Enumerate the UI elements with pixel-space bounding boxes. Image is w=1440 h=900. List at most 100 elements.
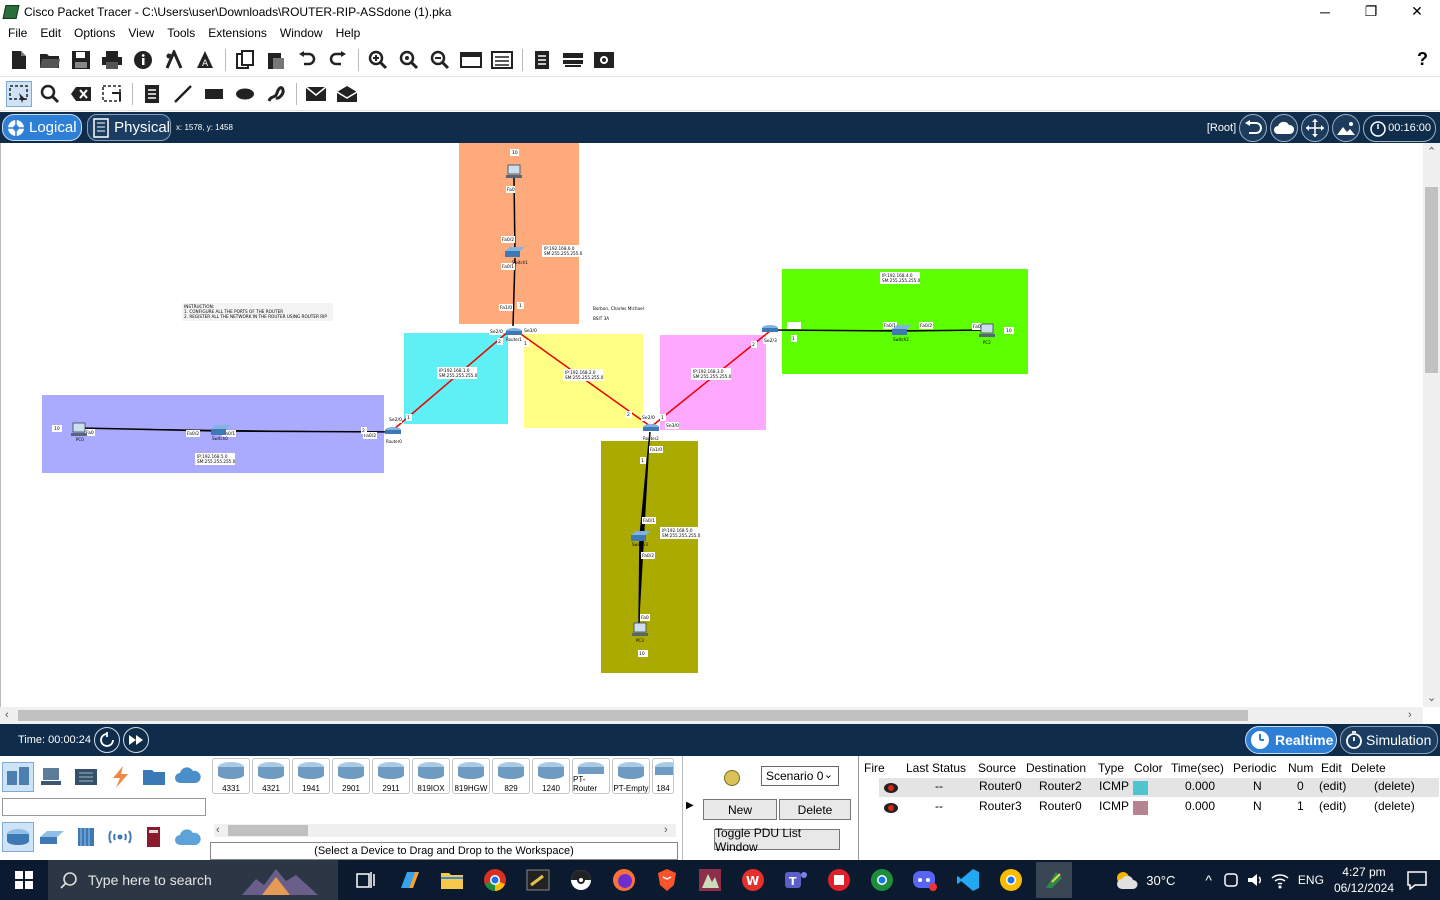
row-delete-link[interactable]: (delete) [1374, 799, 1415, 813]
switch-left[interactable]: Switch0 [211, 425, 231, 441]
back-arrow-icon[interactable] [1239, 114, 1268, 142]
scroll-right-icon[interactable]: › [1408, 709, 1412, 721]
network-devices-icon[interactable] [2, 762, 34, 792]
chrome-profile-icon[interactable] [864, 862, 900, 898]
inspect-tool-icon[interactable] [37, 81, 63, 107]
workspace-vertical-scrollbar[interactable]: ⌃ ⌄ [1423, 143, 1440, 707]
miscellaneous-icon[interactable] [138, 762, 170, 792]
save-icon[interactable] [68, 47, 94, 73]
wireless-devices-icon[interactable] [104, 822, 136, 852]
fire-indicator-icon[interactable] [883, 781, 899, 795]
input-language[interactable]: ENG [1297, 873, 1324, 887]
router-right[interactable] [762, 325, 778, 332]
security-icon[interactable] [138, 822, 170, 852]
device-model-item[interactable]: 184 [652, 758, 674, 794]
device-model-item[interactable]: 4331 [212, 758, 250, 794]
rectangle-tool-icon[interactable] [201, 81, 227, 107]
complex-pdu-icon[interactable] [334, 81, 360, 107]
simple-pdu-icon[interactable] [303, 81, 329, 107]
device-list-scrollbar[interactable]: ‹ › [214, 824, 676, 837]
menu-edit[interactable]: Edit [40, 26, 62, 40]
close-button[interactable]: ✕ [1411, 3, 1423, 19]
menu-extensions[interactable]: Extensions [208, 26, 267, 40]
activity-wizard-icon[interactable]: A [192, 47, 218, 73]
connections-icon[interactable] [104, 762, 136, 792]
hubs-icon[interactable] [70, 822, 102, 852]
pc-top[interactable] [506, 164, 522, 178]
notifications-icon[interactable] [1406, 870, 1428, 890]
new-scenario-button[interactable]: New [703, 799, 777, 820]
device-model-item[interactable]: 829 [492, 758, 530, 794]
custom-device-icon[interactable] [458, 47, 484, 73]
scroll-left-icon[interactable]: ‹ [216, 824, 220, 836]
zoom-in-icon[interactable] [365, 47, 391, 73]
scroll-left-icon[interactable]: ‹ [5, 709, 9, 721]
toggle-pdu-list-button[interactable]: Toggle PDU List Window [714, 826, 840, 854]
screenshot-icon[interactable] [591, 47, 617, 73]
simulation-mode-button[interactable]: Simulation [1340, 726, 1438, 754]
taskbar-clock[interactable]: 4:27 pm 06/12/2024 [1334, 864, 1394, 896]
undo-icon[interactable] [294, 47, 320, 73]
copilot-icon[interactable] [391, 862, 427, 898]
resize-tool-icon[interactable] [99, 81, 125, 107]
table-row[interactable] [879, 798, 1439, 817]
scenario-select[interactable]: Scenario 0 ⌄ [761, 766, 839, 786]
device-model-item[interactable]: 819HGW [452, 758, 490, 794]
file-explorer-icon[interactable] [434, 862, 470, 898]
chrome-icon[interactable] [477, 862, 513, 898]
open-folder-icon[interactable] [37, 47, 63, 73]
brave-icon[interactable] [649, 862, 685, 898]
components-icon[interactable] [70, 762, 102, 792]
router-mid[interactable]: Router2 [643, 424, 659, 441]
scroll-thumb[interactable] [1425, 187, 1438, 373]
zoom-out-icon[interactable] [427, 47, 453, 73]
game-app-icon[interactable] [692, 862, 728, 898]
fast-forward-icon[interactable] [122, 727, 149, 753]
device-model-item[interactable]: 2901 [332, 758, 370, 794]
background-image-icon[interactable] [1332, 114, 1361, 142]
maximize-button[interactable]: ❐ [1364, 3, 1378, 19]
pc-bottom[interactable]: PC3 [632, 622, 648, 643]
discord-icon[interactable] [907, 862, 943, 898]
firefox-icon[interactable] [606, 862, 642, 898]
chrome-app-icon[interactable] [993, 862, 1029, 898]
scroll-thumb[interactable] [18, 710, 1248, 721]
info-icon[interactable] [130, 47, 156, 73]
table-row[interactable] [879, 778, 1439, 797]
show-hidden-icons-icon[interactable]: ^ [1205, 872, 1212, 888]
scroll-up-icon[interactable]: ⌃ [1427, 146, 1437, 158]
device-search-input[interactable] [2, 798, 206, 816]
multiuser-connection-icon[interactable] [172, 762, 204, 792]
drawing-palette-icon[interactable] [489, 47, 515, 73]
meet-now-icon[interactable] [1222, 871, 1240, 889]
zoom-reset-icon[interactable] [396, 47, 422, 73]
tab-physical[interactable]: Physical [87, 114, 171, 141]
cluster-cloud-icon[interactable] [1270, 114, 1299, 142]
line-tool-icon[interactable] [170, 81, 196, 107]
teams-icon[interactable]: T [778, 862, 814, 898]
expand-arrow-icon[interactable]: ▶ [686, 800, 694, 811]
switch-bottom[interactable]: Switch3 [631, 531, 651, 547]
pc-left[interactable]: PC0 [71, 422, 87, 442]
tab-logical[interactable]: Logical [2, 114, 82, 141]
routers-icon[interactable] [2, 822, 34, 852]
device-model-item[interactable]: 819IOX [412, 758, 450, 794]
pokeball-icon[interactable] [563, 862, 599, 898]
device-model-item[interactable]: PT-Router [572, 758, 610, 794]
taskbar-search-box[interactable]: Type here to search [48, 860, 338, 900]
volume-icon[interactable] [1246, 871, 1264, 889]
delete-tool-icon[interactable] [68, 81, 94, 107]
copy-icon[interactable] [232, 47, 258, 73]
scroll-right-icon[interactable]: › [664, 824, 668, 836]
move-object-icon[interactable] [1301, 114, 1330, 142]
packet-tracer-taskbar-icon[interactable] [1036, 862, 1072, 898]
minimize-button[interactable]: ─ [1320, 3, 1330, 20]
wan-emulation-icon[interactable] [172, 822, 204, 852]
ipc-icon[interactable] [560, 47, 586, 73]
row-edit-link[interactable]: (edit) [1319, 779, 1347, 793]
menu-help[interactable]: Help [335, 26, 361, 40]
select-tool-icon[interactable] [6, 80, 32, 107]
device-model-item[interactable]: 4321 [252, 758, 290, 794]
device-model-item[interactable]: 1240 [532, 758, 570, 794]
router-left[interactable]: Router0 [385, 427, 402, 444]
